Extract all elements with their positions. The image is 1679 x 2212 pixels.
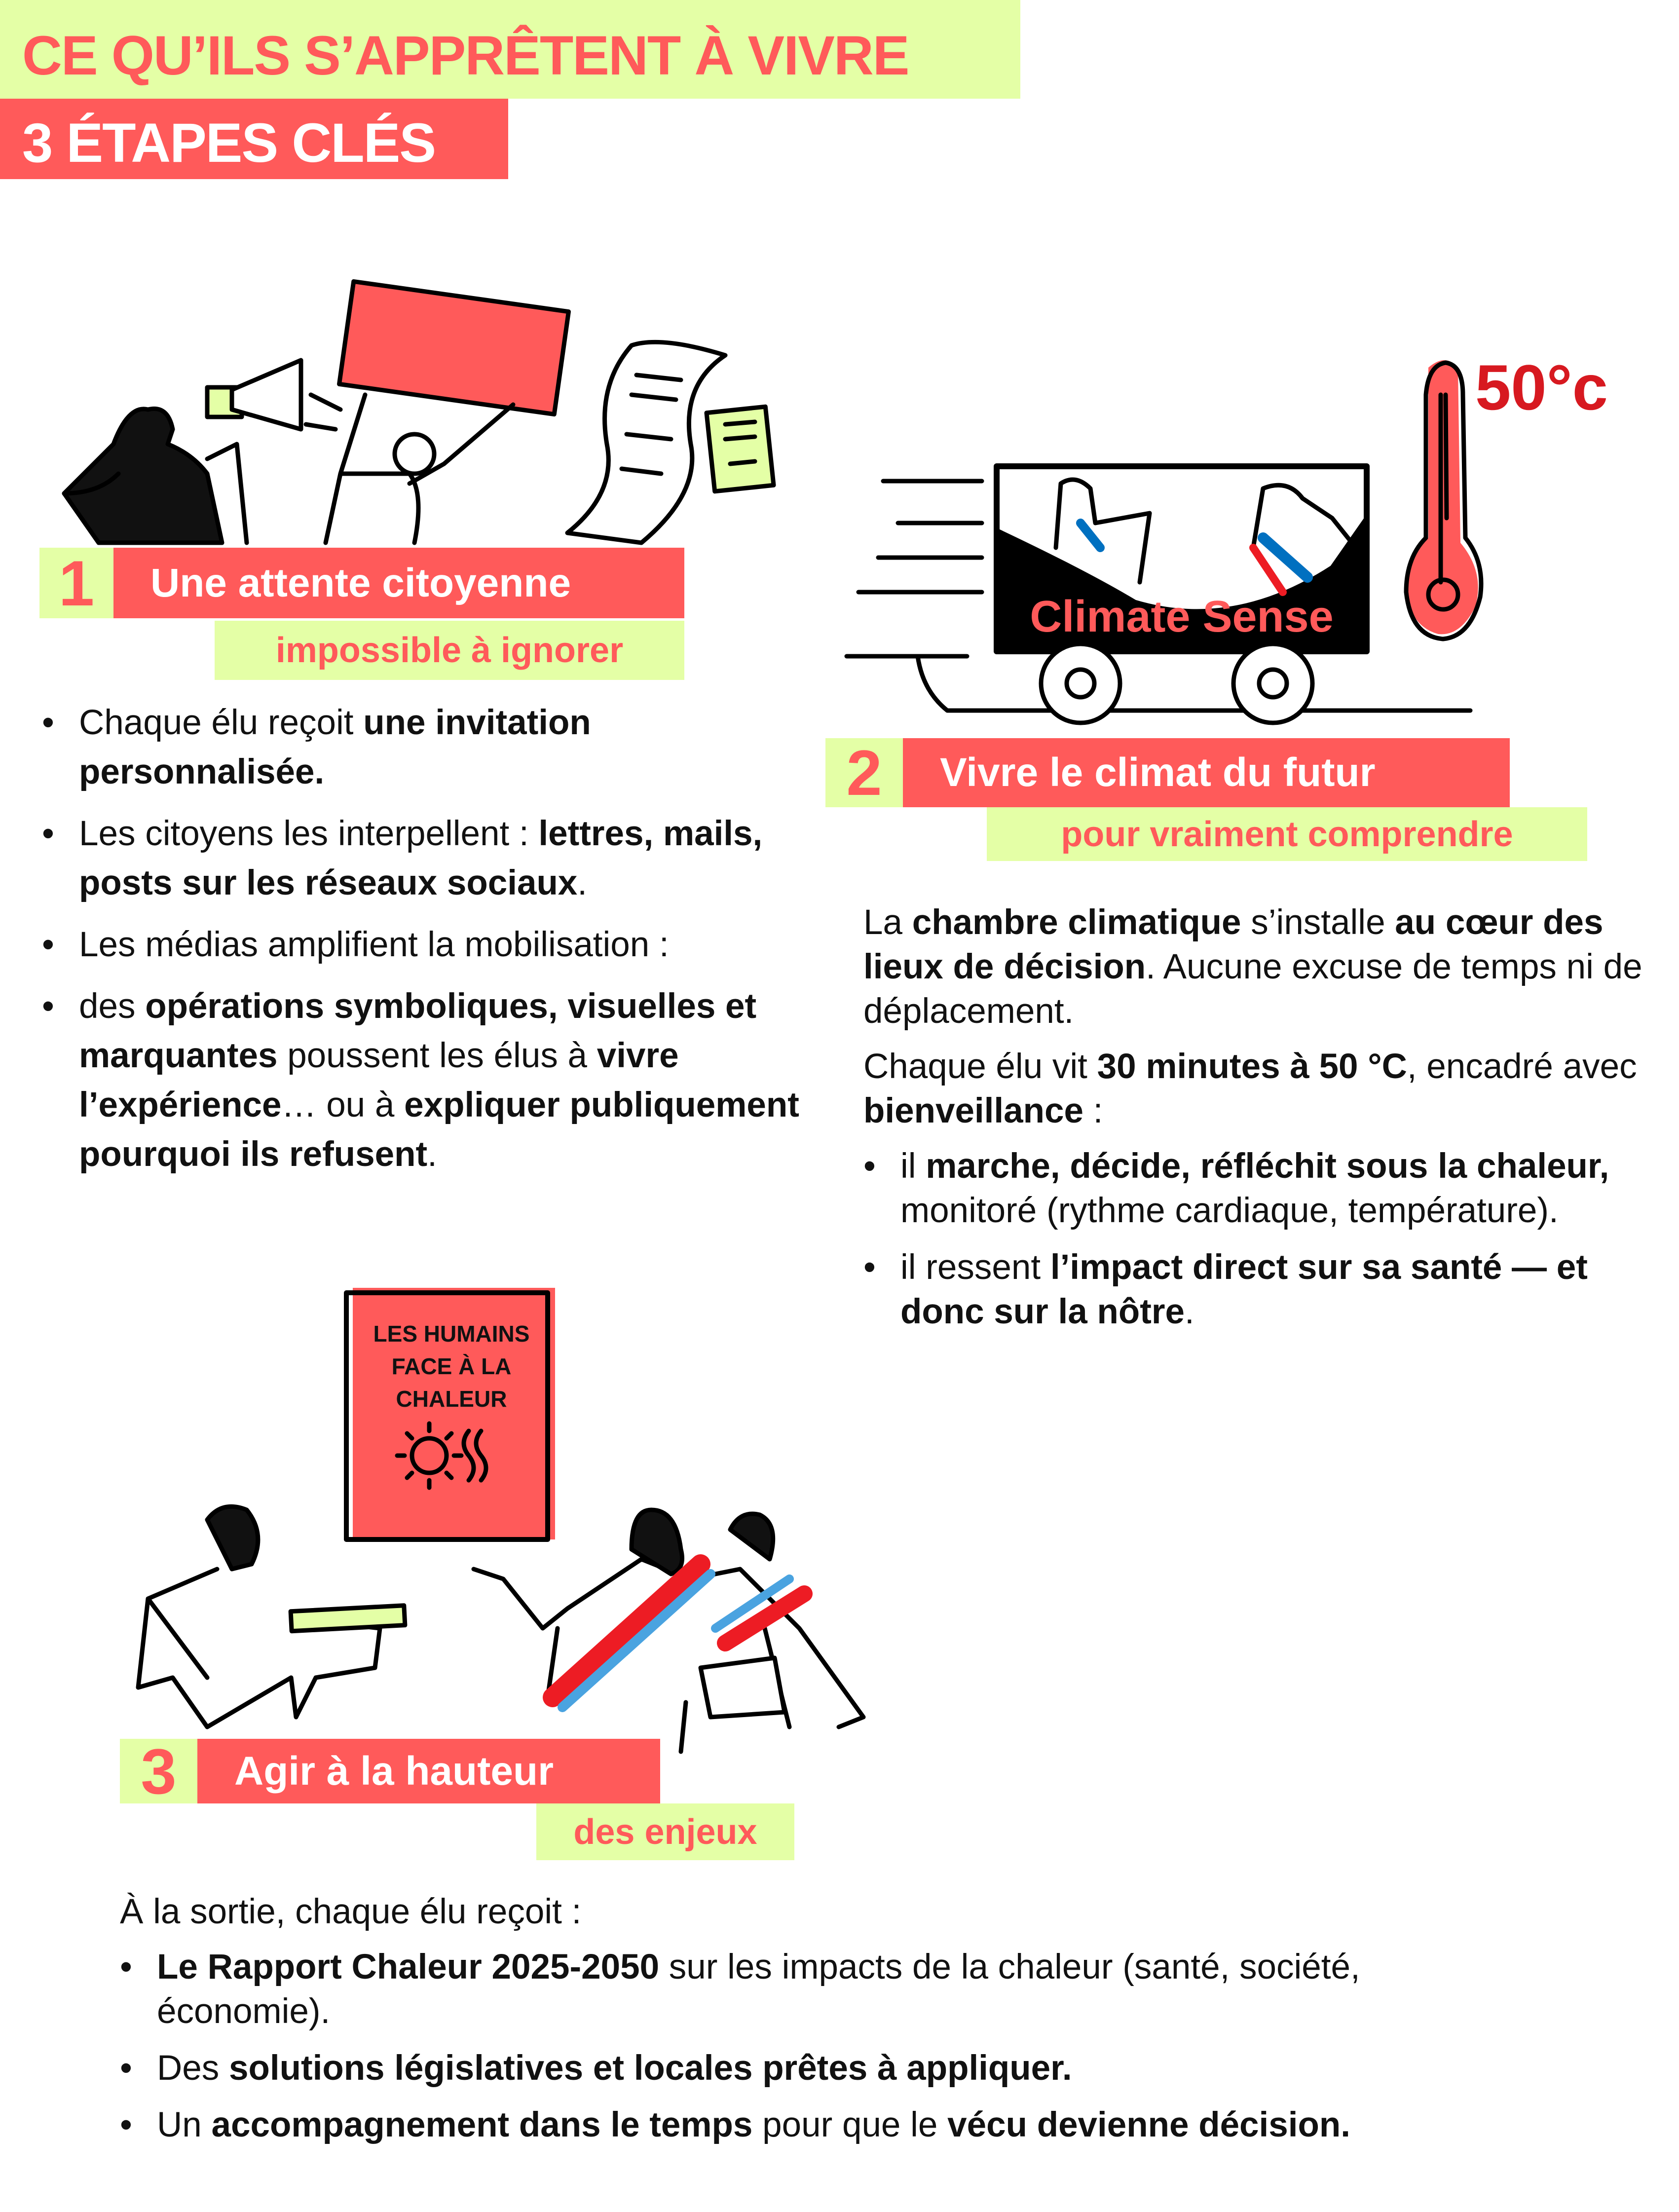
bold-text: une invitation personnalisée. [79, 703, 591, 791]
truck-illustration [844, 463, 1473, 725]
text: des [79, 987, 146, 1026]
protest-illustration [62, 279, 776, 545]
page-title: CE QU’ILS S’APPRÊTENT À VIVRE [22, 25, 910, 86]
text: La [863, 903, 912, 942]
page-subtitle: 3 ÉTAPES CLÉS [22, 112, 436, 174]
step-number-3: 3 [120, 1739, 197, 1803]
text: . [427, 1135, 437, 1174]
truck-label: Climate Sense [1030, 592, 1333, 641]
bold-text: solutions législatives et locales prêtes… [229, 2049, 1072, 2088]
bullet-item: Un accompagnement dans le temps pour que… [120, 2103, 1452, 2147]
step1-subtitle: impossible à ignorer [215, 621, 684, 680]
bold-text: expliquer publiquement pourquoi ils refu… [79, 1086, 799, 1174]
bold-text: opérations symboliques, visuelles et mar… [79, 987, 757, 1075]
woman-megaphone-icon [62, 358, 303, 545]
step3-subtitle: des enjeux [536, 1803, 794, 1860]
text: . [577, 863, 588, 902]
step2-title: Vivre le climat du futur [903, 738, 1510, 807]
bold-text: au cœur des lieux de décision [863, 903, 1604, 986]
bullet-item: des opérations symboliques, visuelles et… [42, 982, 812, 1179]
bold-text: vécu devienne décision. [947, 2105, 1350, 2144]
text: Chaque élu vit [863, 1047, 1097, 1086]
bold-text: lettres, mails, posts sur les réseaux so… [79, 814, 763, 902]
bold-text: l’impact direct sur sa santé — et donc s… [900, 1248, 1588, 1331]
text: il ressent [900, 1248, 1050, 1287]
bold-text: marche, décide, réfléchit sous la chaleu… [926, 1147, 1609, 1186]
bullet-item: Les médias amplifient la mobilisation : [42, 920, 812, 970]
text: Chaque élu reçoit [79, 703, 364, 742]
text: sur les impacts de la chaleur (santé, so… [157, 1948, 1360, 2031]
text: Des [157, 2049, 229, 2088]
protester-sign-icon [303, 279, 571, 545]
step1-bullets: Chaque élu reçoit une invitation personn… [42, 698, 812, 1192]
step3-intro: À la sortie, chaque élu reçoit : [120, 1892, 582, 1931]
bold-text: 30 minutes à 50 °C [1097, 1047, 1407, 1086]
step3-title: Agir à la hauteur [197, 1739, 660, 1803]
paragraph: Chaque élu vit 30 minutes à 50 °C, encad… [863, 1045, 1648, 1133]
bullet-item: il ressent l’impact direct sur sa santé … [863, 1245, 1648, 1334]
letter-scroll-icon [565, 339, 776, 545]
text: Un [157, 2105, 212, 2144]
text: . [1184, 1292, 1194, 1331]
temperature-label: 50°c [1475, 351, 1608, 423]
poster-line: LES HUMAINS [373, 1321, 530, 1347]
bold-text: Le Rapport Chaleur 2025-2050 [157, 1948, 660, 1987]
bullet-item: Les citoyens les interpellent : lettres,… [42, 809, 812, 908]
bold-text: chambre climatique [912, 903, 1241, 942]
step2-subtitle: pour vraiment comprendre [987, 807, 1587, 861]
people-illustration [136, 1504, 866, 1754]
step1-title: Une attente citoyenne [113, 548, 684, 618]
bold-text: vivre l’expérience [79, 1036, 679, 1125]
thermometer-icon [1404, 360, 1484, 641]
text: pour que le [752, 2105, 948, 2144]
text: Les médias amplifient la mobilisation : [79, 925, 669, 964]
title-banner: CE QU’ILS S’APPRÊTENT À VIVRE [0, 0, 1020, 99]
text: . Aucune excuse de temps ni de déplaceme… [863, 947, 1642, 1031]
paragraph: La chambre climatique s’installe au cœur… [863, 900, 1648, 1034]
poster-illustration [344, 1288, 555, 1542]
sun-icon [395, 1421, 488, 1490]
bullet-item: il marche, décide, réfléchit sous la cha… [863, 1144, 1648, 1233]
subtitle-banner: 3 ÉTAPES CLÉS [0, 99, 508, 179]
text: : [1083, 1091, 1103, 1130]
text: , encadré avec [1407, 1047, 1637, 1086]
text: poussent les élus à [277, 1036, 597, 1075]
step2-text: La chambre climatique s’installe au cœur… [863, 900, 1648, 1347]
poster-text: LES HUMAINS FACE À LA CHALEUR [353, 1317, 550, 1415]
bullet-item: Chaque élu reçoit une invitation personn… [42, 698, 812, 797]
text: … ou à [281, 1086, 405, 1125]
step-number-1: 1 [39, 548, 113, 618]
text: Les citoyens les interpellent : [79, 814, 539, 853]
step2-bullets: il marche, décide, réfléchit sous la cha… [863, 1144, 1648, 1334]
step-number-2: 2 [825, 738, 903, 807]
bullet-item: Des solutions législatives et locales pr… [120, 2046, 1452, 2091]
bold-text: bienveillance [863, 1091, 1083, 1130]
bullet-item: Le Rapport Chaleur 2025-2050 sur les imp… [120, 1945, 1452, 2034]
step2-paragraphs: La chambre climatique s’installe au cœur… [863, 900, 1648, 1133]
text: monitoré (rythme cardiaque, température)… [900, 1191, 1559, 1230]
text: s’installe [1241, 903, 1395, 942]
poster-line: FACE À LA [391, 1353, 512, 1379]
step3-bullets: Le Rapport Chaleur 2025-2050 sur les imp… [120, 1945, 1452, 2147]
text: il [900, 1147, 926, 1186]
poster-line: CHALEUR [396, 1386, 507, 1412]
step3-text: À la sortie, chaque élu reçoit : Le Rapp… [120, 1890, 1452, 2160]
bold-text: accompagnement dans le temps [211, 2105, 753, 2144]
